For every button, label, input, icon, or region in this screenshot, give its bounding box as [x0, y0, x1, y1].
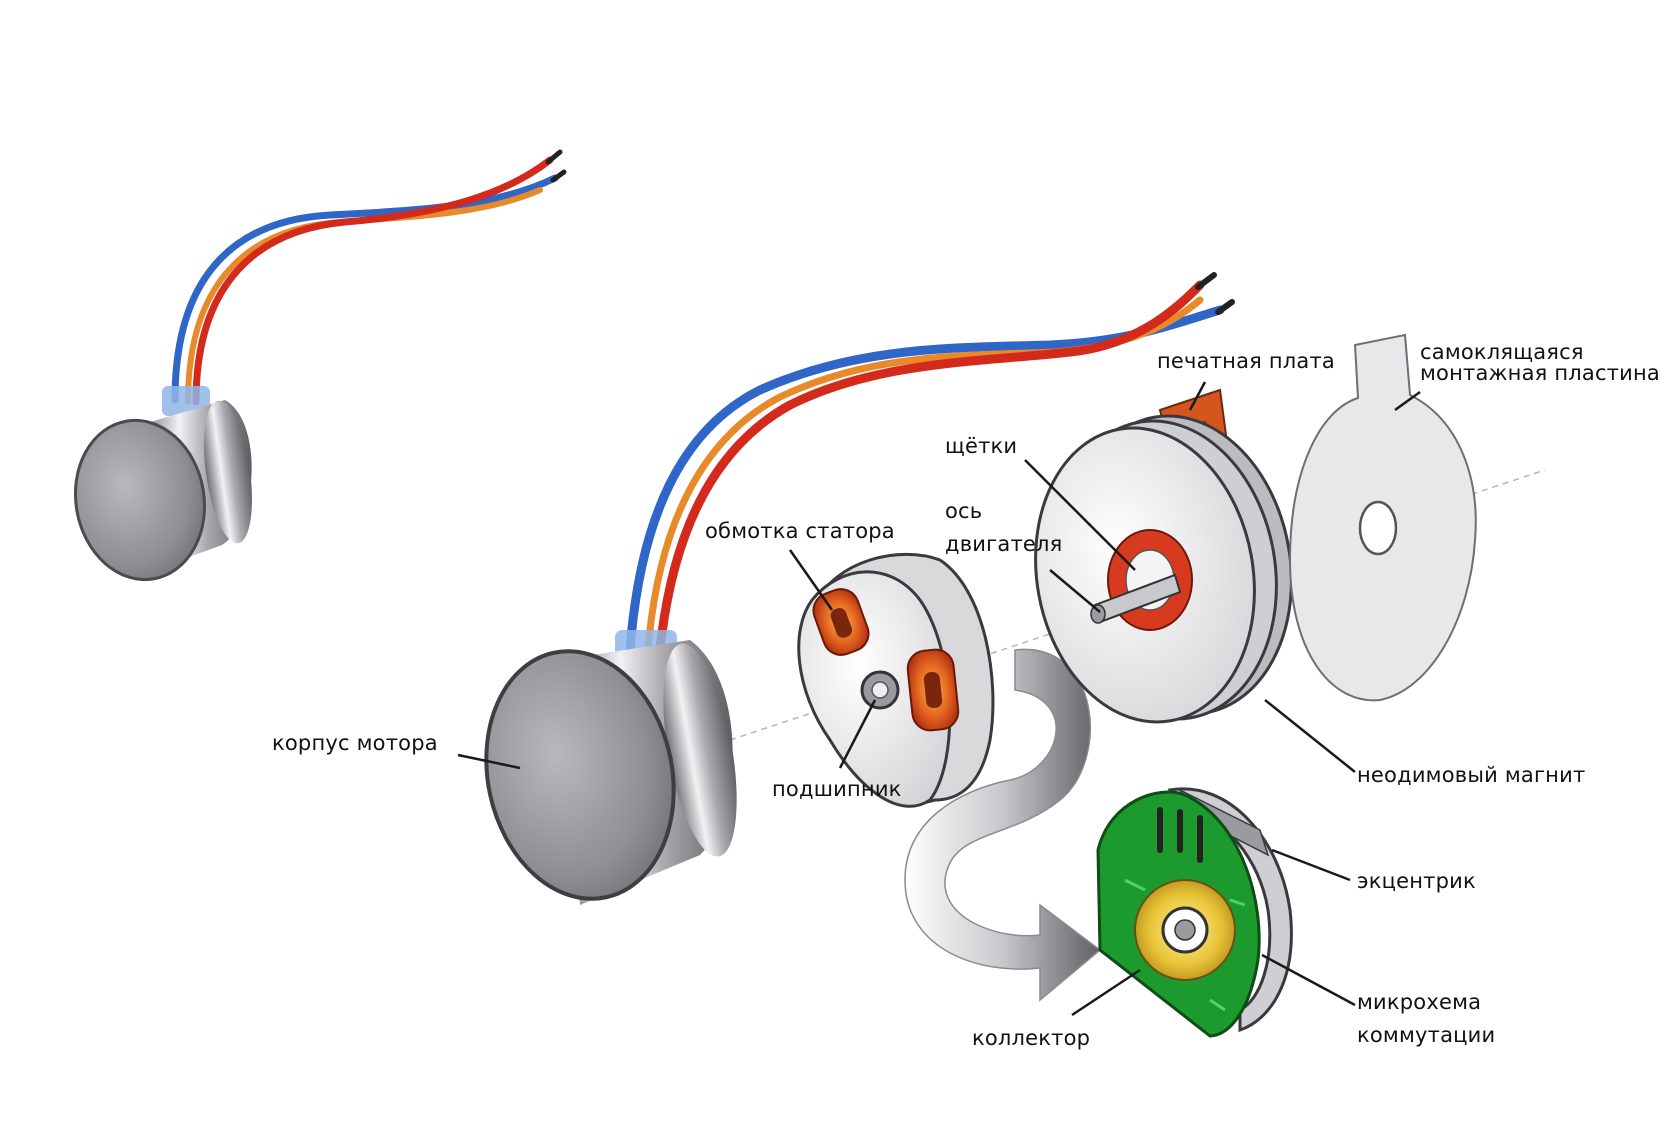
motor-wire-tip-blue [1215, 299, 1235, 315]
label-commutation-chip-line2: коммутации [1357, 1023, 1496, 1047]
pcb-pins [1157, 807, 1203, 863]
label-collector: коллектор [972, 1026, 1091, 1050]
leader-adhesive-plate [1394, 390, 1421, 412]
leader-bearing [838, 699, 877, 769]
pcb-traces [1124, 878, 1246, 1012]
label-stator-winding: обмотка статора [705, 519, 895, 543]
small-motor-wire-tip-blue [550, 169, 567, 183]
leader-lines [457, 381, 1421, 1017]
label-motor-shaft-line2: двигателя [945, 532, 1063, 556]
assembly-arrow [904, 648, 1102, 1002]
leader-collector [1071, 968, 1141, 1017]
label-neodymium-magnet: неодимовый магнит [1357, 763, 1586, 787]
adhesive-plate-hole [1358, 500, 1398, 556]
label-commutation-chip-line1: микрохема [1357, 990, 1482, 1014]
label-adhesive-plate-line1: самоклящаяся [1420, 340, 1584, 364]
small-motor-wire-blue [171, 174, 559, 404]
label-eccentric: экцентрик [1357, 869, 1476, 893]
motor-wire-tip-red [1195, 272, 1217, 290]
leader-eccentric [1271, 848, 1351, 882]
label-bearing: подшипник [772, 777, 902, 801]
leader-motor-housing [457, 753, 521, 770]
small-motor [73, 149, 567, 582]
commutation-board-part [1096, 787, 1293, 1038]
stator-part [797, 552, 995, 808]
small-motor-wire-tip-red [545, 149, 563, 165]
rotor-magnet-part [1034, 388, 1293, 724]
leader-stator-winding [788, 549, 834, 611]
leader-commutation-chip [1261, 953, 1356, 1007]
small-motor-wire-red [192, 156, 554, 406]
label-brushes: щётки [945, 434, 1018, 458]
motor-wire-red [655, 280, 1205, 655]
leader-pcb [1188, 381, 1207, 411]
label-motor-housing: корпус мотора [272, 731, 438, 755]
leader-brushes [1024, 459, 1136, 571]
label-motor-shaft-line1: ось [945, 499, 983, 523]
label-adhesive-plate-line2: монтажная пластина [1420, 361, 1660, 385]
small-motor-face [73, 418, 207, 582]
leader-neodymium-magnet [1264, 699, 1356, 773]
motor-housing-face [484, 649, 676, 901]
motor-housing [484, 272, 1235, 905]
adhesive-plate [1288, 333, 1477, 702]
label-pcb: печатная плата [1157, 349, 1335, 373]
leader-motor-shaft [1049, 569, 1101, 613]
